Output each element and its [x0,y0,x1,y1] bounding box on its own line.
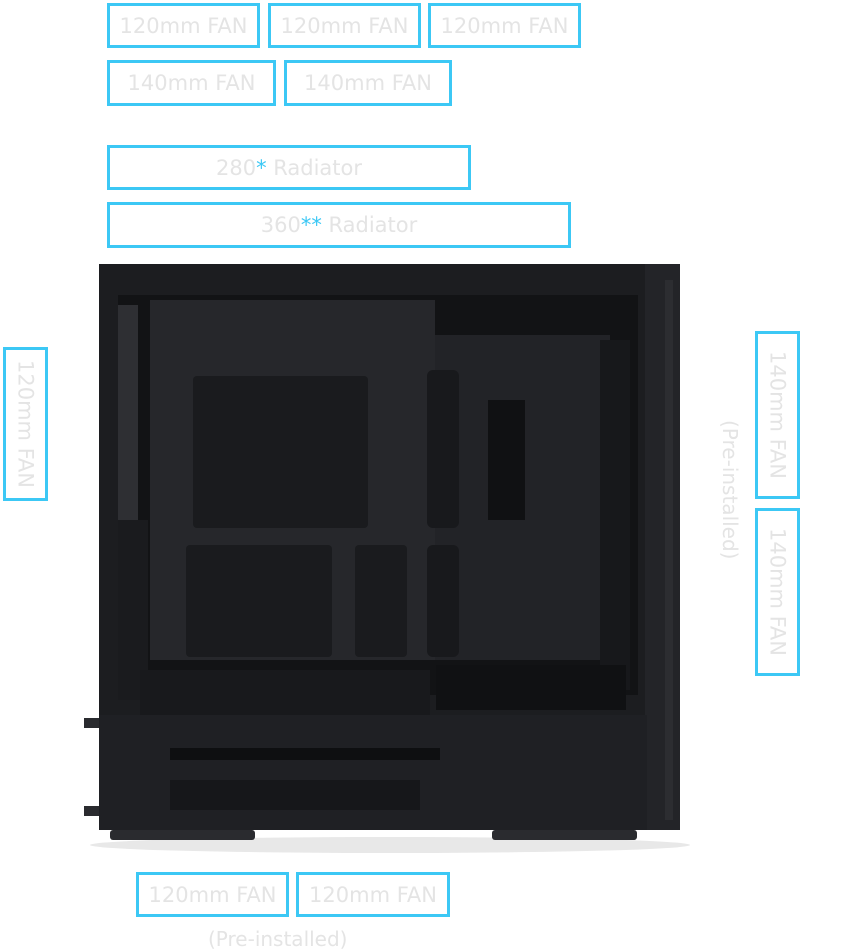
rear-fan-label: 120mm FAN [3,347,48,501]
radiator-footnote-mark: * [256,155,267,180]
top-140-fan-label-2: 140mm FAN [284,60,452,106]
top-fan-label-3: 120mm FAN [428,3,581,48]
bottom-fan-label-2: 120mm FAN [296,872,450,917]
radiator-footnote-mark: ** [300,213,322,237]
radiator-280-label: 280* Radiator [107,145,471,190]
front-preinstalled-note: (Pre-installed) [718,420,742,560]
bottom-fan-label-1: 120mm FAN [136,872,289,917]
radiator-text: Radiator [328,213,418,237]
radiator-size: 360 [260,213,301,237]
radiator-360-label: 360** Radiator [107,202,571,248]
front-fan-label-1: 140mm FAN [755,331,800,499]
top-140-fan-label-1: 140mm FAN [107,60,276,106]
front-fan-label-2: 140mm FAN [755,508,800,676]
radiator-size: 280 [215,155,257,180]
top-fan-label-2: 120mm FAN [268,3,421,48]
top-fan-label-1: 120mm FAN [107,3,260,48]
bottom-preinstalled-note: (Pre-installed) [208,927,348,951]
radiator-text: Radiator [273,155,363,180]
